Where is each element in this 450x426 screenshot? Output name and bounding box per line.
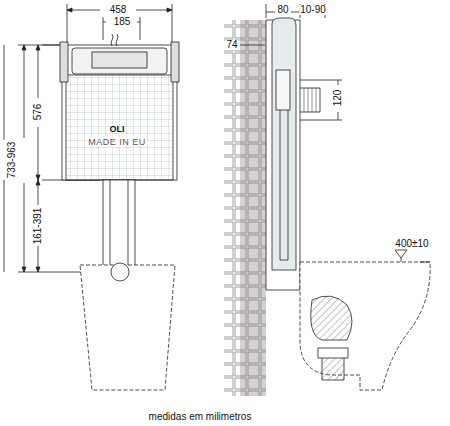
width-dimension: 458 [109,5,128,15]
height-dimension: 576 [33,103,43,122]
depth-dimension: 10-90 [299,5,327,15]
height-dimension: 400±10 [394,239,429,249]
width-dimension: 185 [113,17,132,27]
origin-mark: MADE IN EU [87,138,147,147]
height-dimension: 733-963 [7,141,17,180]
caption-text: medidas em milimetros [148,412,253,422]
brand-mark: OLI [109,125,126,134]
depth-dimension: 74 [225,40,238,50]
depth-dimension: 80 [276,5,289,15]
height-dimension: 161-391 [33,207,43,246]
height-dimension: 120 [333,89,343,108]
